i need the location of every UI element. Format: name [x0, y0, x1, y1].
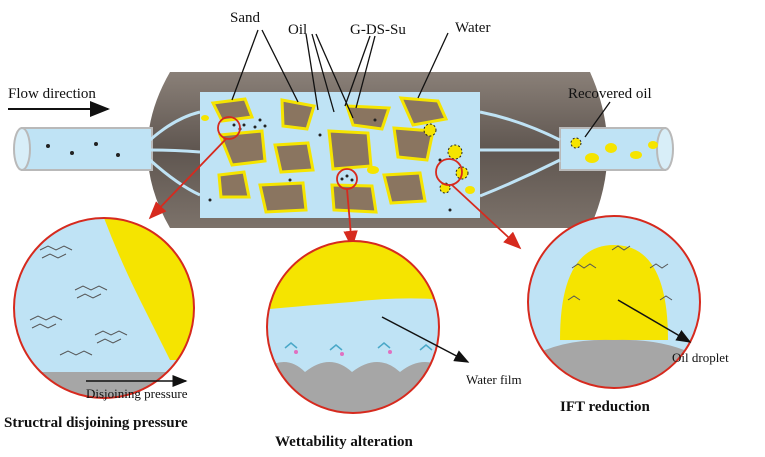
- flow-direction-label: Flow direction: [8, 86, 96, 102]
- zoom-wettability-alteration: Water film: [266, 240, 522, 414]
- recovered-oil-label: Recovered oil: [568, 86, 652, 102]
- zoom-disjoining-pressure: Disjoining pressure: [13, 217, 195, 401]
- water-label: Water: [455, 20, 490, 36]
- flow-channels: [149, 110, 561, 198]
- zoom-ift-reduction: Oil droplet: [527, 215, 729, 389]
- outlet-tube: [559, 127, 674, 171]
- disjoining-pressure-label: Disjoining pressure: [86, 386, 188, 401]
- caption-ift-reduction: IFT reduction: [560, 399, 651, 415]
- zoom-arrows: [148, 138, 522, 250]
- oil-droplet-label: Oil droplet: [672, 350, 729, 365]
- sand-label: Sand: [230, 10, 261, 26]
- water-film-label: Water film: [466, 372, 522, 387]
- oil-label: Oil: [288, 22, 307, 38]
- oil-droplet-arrow: [617, 299, 692, 343]
- inlet-tube: [13, 127, 153, 171]
- water-film-arrow: [381, 316, 470, 363]
- label-arrows: [231, 29, 611, 138]
- caption-wettability-alteration: Wettability alteration: [275, 434, 414, 450]
- oil-blobs: [201, 115, 475, 194]
- surfactant-label: G-DS-Su: [350, 22, 406, 38]
- caption-structural-disjoining: Structral disjoining pressure: [4, 415, 188, 431]
